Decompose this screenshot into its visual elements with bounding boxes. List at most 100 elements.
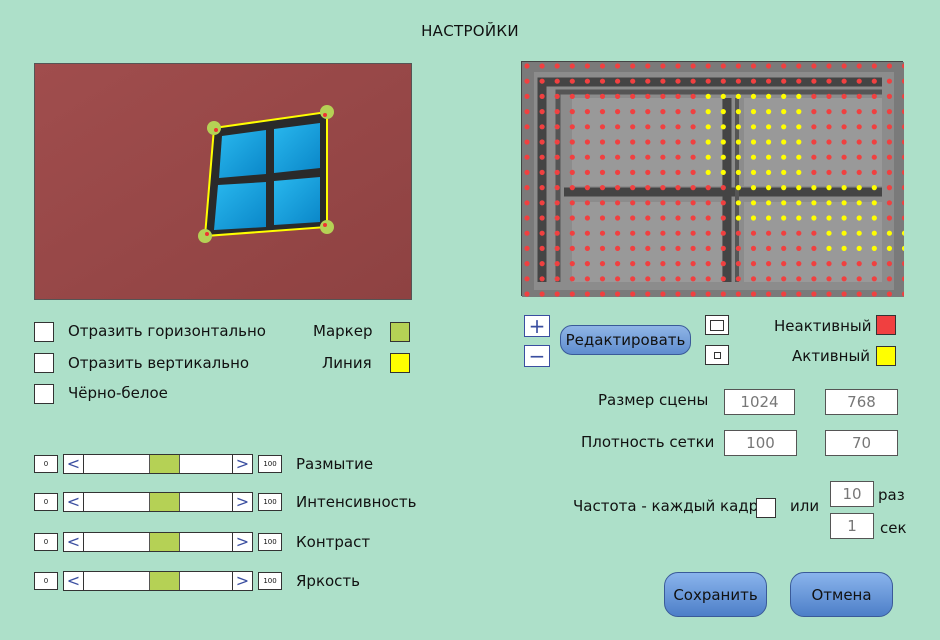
grid-point[interactable] [811, 124, 817, 130]
grid-point[interactable] [645, 291, 651, 297]
grid-point[interactable] [630, 261, 636, 267]
grid-point[interactable] [750, 230, 757, 236]
grid-point[interactable] [569, 200, 575, 206]
grid-point[interactable] [584, 215, 590, 221]
grid-point[interactable] [599, 139, 606, 145]
grid-point[interactable] [886, 200, 892, 206]
grid-point[interactable] [539, 276, 545, 282]
grid-point[interactable] [524, 185, 530, 191]
grid-point[interactable] [615, 230, 621, 236]
grid-point[interactable] [660, 230, 666, 236]
grid-point[interactable] [811, 154, 817, 160]
slider-thumb[interactable] [149, 533, 181, 551]
grid-point[interactable] [841, 63, 847, 69]
grid-point[interactable] [675, 78, 681, 84]
grid-point[interactable] [811, 291, 817, 297]
grid-point[interactable] [690, 154, 696, 160]
chevron-left-icon[interactable]: < [64, 572, 84, 590]
grid-point[interactable] [766, 261, 772, 267]
grid-point[interactable] [796, 276, 802, 282]
grid-point[interactable] [645, 261, 651, 267]
grid-point[interactable] [841, 245, 847, 251]
grid-point[interactable] [675, 245, 681, 251]
grid-point[interactable] [599, 261, 606, 267]
grid-point[interactable] [539, 185, 545, 191]
grid-point[interactable] [705, 200, 711, 206]
grid-point[interactable] [720, 93, 726, 99]
grid-point[interactable] [569, 291, 575, 297]
grid-point[interactable] [720, 109, 726, 115]
grid-point[interactable] [781, 63, 787, 69]
grid-point[interactable] [705, 154, 711, 160]
grid-point[interactable] [720, 215, 726, 221]
grid-point[interactable] [554, 139, 560, 145]
grid-point[interactable] [584, 154, 590, 160]
grid-point[interactable] [599, 78, 606, 84]
grid-point[interactable] [524, 154, 530, 160]
grid-point[interactable] [750, 245, 757, 251]
grid-point[interactable] [539, 63, 545, 69]
grid-point[interactable] [886, 93, 892, 99]
grid-point[interactable] [856, 109, 862, 115]
grid-point[interactable] [615, 109, 621, 115]
grid-point[interactable] [735, 154, 741, 160]
grid-point[interactable] [705, 245, 711, 251]
grid-point[interactable] [811, 245, 817, 251]
grid-point[interactable] [735, 63, 741, 69]
grid-point[interactable] [720, 230, 726, 236]
flip-vertical-checkbox[interactable] [34, 353, 54, 373]
grid-point[interactable] [690, 78, 696, 84]
grid-point[interactable] [599, 245, 606, 251]
grid-point[interactable] [690, 185, 696, 191]
grid-point[interactable] [871, 63, 877, 69]
grid-point[interactable] [675, 200, 681, 206]
grid-point[interactable] [750, 154, 757, 160]
grid-point[interactable] [735, 109, 741, 115]
grid-point[interactable] [856, 185, 862, 191]
grid-point[interactable] [750, 124, 757, 130]
grid-point[interactable] [766, 185, 772, 191]
grid-point[interactable] [886, 124, 892, 130]
grid-point[interactable] [524, 261, 530, 267]
slider-track[interactable]: <> [63, 492, 253, 512]
grid-point[interactable] [584, 109, 590, 115]
grid-point[interactable] [660, 154, 666, 160]
grid-point[interactable] [630, 109, 636, 115]
grid-point[interactable] [675, 169, 681, 175]
grid-point[interactable] [750, 185, 757, 191]
chevron-left-icon[interactable]: < [64, 493, 84, 511]
chevron-right-icon[interactable]: > [232, 493, 252, 511]
chevron-left-icon[interactable]: < [64, 455, 84, 473]
grid-point[interactable] [781, 245, 787, 251]
grid-point[interactable] [675, 261, 681, 267]
grid-point[interactable] [735, 230, 741, 236]
grid-point[interactable] [826, 63, 832, 69]
grid-point[interactable] [584, 93, 590, 99]
grid-point[interactable] [796, 215, 802, 221]
grid-point[interactable] [720, 169, 726, 175]
density-x-input[interactable]: 100 [724, 430, 797, 456]
grid-point[interactable] [524, 169, 530, 175]
grid-point[interactable] [524, 200, 530, 206]
grid-point[interactable] [554, 200, 560, 206]
grid-point[interactable] [735, 124, 741, 130]
grid-point[interactable] [675, 124, 681, 130]
grid-point[interactable] [554, 291, 560, 297]
grid-point[interactable] [690, 124, 696, 130]
grid-point[interactable] [675, 109, 681, 115]
grid-point[interactable] [660, 291, 666, 297]
grid-point[interactable] [886, 169, 892, 175]
grid-point[interactable] [630, 169, 636, 175]
grid-point[interactable] [750, 291, 757, 297]
grid-point[interactable] [675, 139, 681, 145]
grid-point[interactable] [735, 261, 741, 267]
grid-point[interactable] [871, 230, 877, 236]
grid-point[interactable] [539, 215, 545, 221]
grid-point[interactable] [735, 215, 741, 221]
grid-point[interactable] [871, 139, 877, 145]
grid-point[interactable] [690, 245, 696, 251]
grid-point[interactable] [811, 200, 817, 206]
grid-point[interactable] [886, 245, 892, 251]
grid-point[interactable] [569, 185, 575, 191]
grid-point[interactable] [841, 200, 847, 206]
